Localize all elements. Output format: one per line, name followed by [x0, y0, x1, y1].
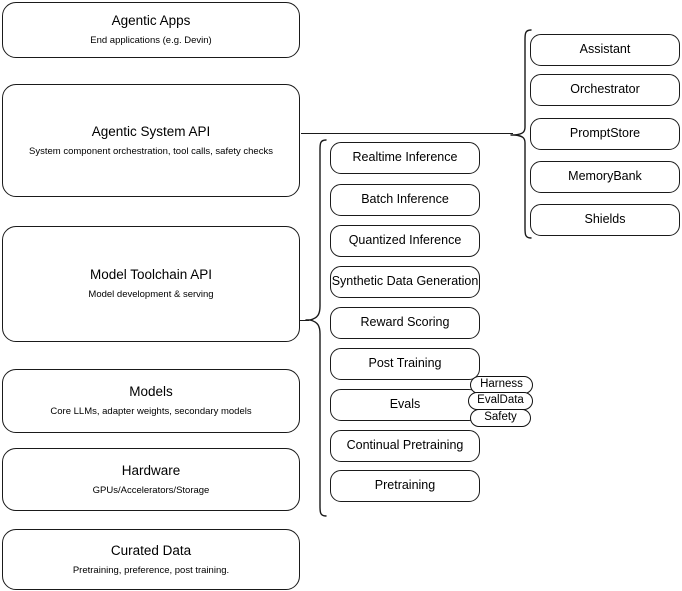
- brace-system-components: [510, 29, 532, 239]
- layer-subtitle: GPUs/Accelerators/Storage: [92, 484, 210, 496]
- layer-box-curated-data[interactable]: Curated Data Pretraining, preference, po…: [2, 529, 300, 590]
- system-item-label: MemoryBank: [568, 169, 642, 184]
- toolchain-item-batch-inference[interactable]: Batch Inference: [330, 184, 480, 216]
- toolchain-item-post-training[interactable]: Post Training: [330, 348, 480, 380]
- system-item-label: Assistant: [579, 42, 631, 57]
- layer-box-hardware[interactable]: Hardware GPUs/Accelerators/Storage: [2, 448, 300, 511]
- layer-subtitle: Core LLMs, adapter weights, secondary mo…: [50, 406, 252, 417]
- system-item-promptstore[interactable]: PromptStore: [530, 118, 680, 150]
- evals-tag-label: Safety: [484, 411, 517, 424]
- toolchain-item-evals[interactable]: Evals: [330, 389, 480, 421]
- layer-box-model-toolchain-api[interactable]: Model Toolchain API Model development & …: [2, 226, 300, 342]
- toolchain-item-label: Realtime Inference: [352, 150, 458, 165]
- evals-tag-label: EvalData: [477, 394, 524, 407]
- toolchain-item-synthetic-data-generation[interactable]: Synthetic Data Generation: [330, 266, 480, 298]
- layer-box-agentic-system-api[interactable]: Agentic System API System component orch…: [2, 84, 300, 197]
- system-item-orchestrator[interactable]: Orchestrator: [530, 74, 680, 106]
- toolchain-item-label: Continual Pretraining: [346, 438, 464, 453]
- system-item-assistant[interactable]: Assistant: [530, 34, 680, 66]
- evals-tag-evaldata[interactable]: EvalData: [468, 392, 533, 410]
- layer-subtitle: Model development & serving: [88, 289, 214, 300]
- layer-box-models[interactable]: Models Core LLMs, adapter weights, secon…: [2, 369, 300, 433]
- brace-toolchain: [305, 139, 327, 517]
- toolchain-item-quantized-inference[interactable]: Quantized Inference: [330, 225, 480, 257]
- layer-title: Models: [129, 384, 173, 400]
- evals-tag-safety[interactable]: Safety: [470, 409, 531, 427]
- system-item-memorybank[interactable]: MemoryBank: [530, 161, 680, 193]
- toolchain-item-label: Evals: [389, 397, 421, 412]
- layer-title: Curated Data: [110, 542, 192, 558]
- connector-line-toolchain-api: [299, 320, 309, 321]
- toolchain-item-reward-scoring[interactable]: Reward Scoring: [330, 307, 480, 339]
- toolchain-item-realtime-inference[interactable]: Realtime Inference: [330, 142, 480, 174]
- toolchain-item-label: Post Training: [368, 356, 442, 371]
- layer-subtitle: End applications (e.g. Devin): [90, 35, 212, 46]
- system-item-label: Orchestrator: [570, 82, 640, 97]
- toolchain-item-label: Batch Inference: [361, 192, 449, 207]
- layer-title: Hardware: [121, 462, 181, 478]
- evals-tag-label: Harness: [480, 378, 523, 391]
- toolchain-item-continual-pretraining[interactable]: Continual Pretraining: [330, 430, 480, 462]
- toolchain-item-label: Synthetic Data Generation: [331, 274, 479, 289]
- layer-title: Agentic Apps: [111, 13, 191, 29]
- system-item-label: Shields: [584, 212, 626, 227]
- layer-subtitle: Pretraining, preference, post training.: [72, 564, 230, 576]
- layer-subtitle: System component orchestration, tool cal…: [29, 145, 273, 157]
- layer-box-agentic-apps[interactable]: Agentic Apps End applications (e.g. Devi…: [2, 2, 300, 58]
- toolchain-item-pretraining[interactable]: Pretraining: [330, 470, 480, 502]
- layer-title: Model Toolchain API: [89, 267, 213, 283]
- system-item-shields[interactable]: Shields: [530, 204, 680, 236]
- layer-title: Agentic System API: [91, 123, 211, 139]
- toolchain-item-label: Pretraining: [374, 478, 436, 493]
- connector-line-system-api: [301, 133, 513, 134]
- toolchain-item-label: Quantized Inference: [348, 233, 462, 248]
- toolchain-item-label: Reward Scoring: [360, 315, 450, 330]
- system-item-label: PromptStore: [569, 126, 641, 141]
